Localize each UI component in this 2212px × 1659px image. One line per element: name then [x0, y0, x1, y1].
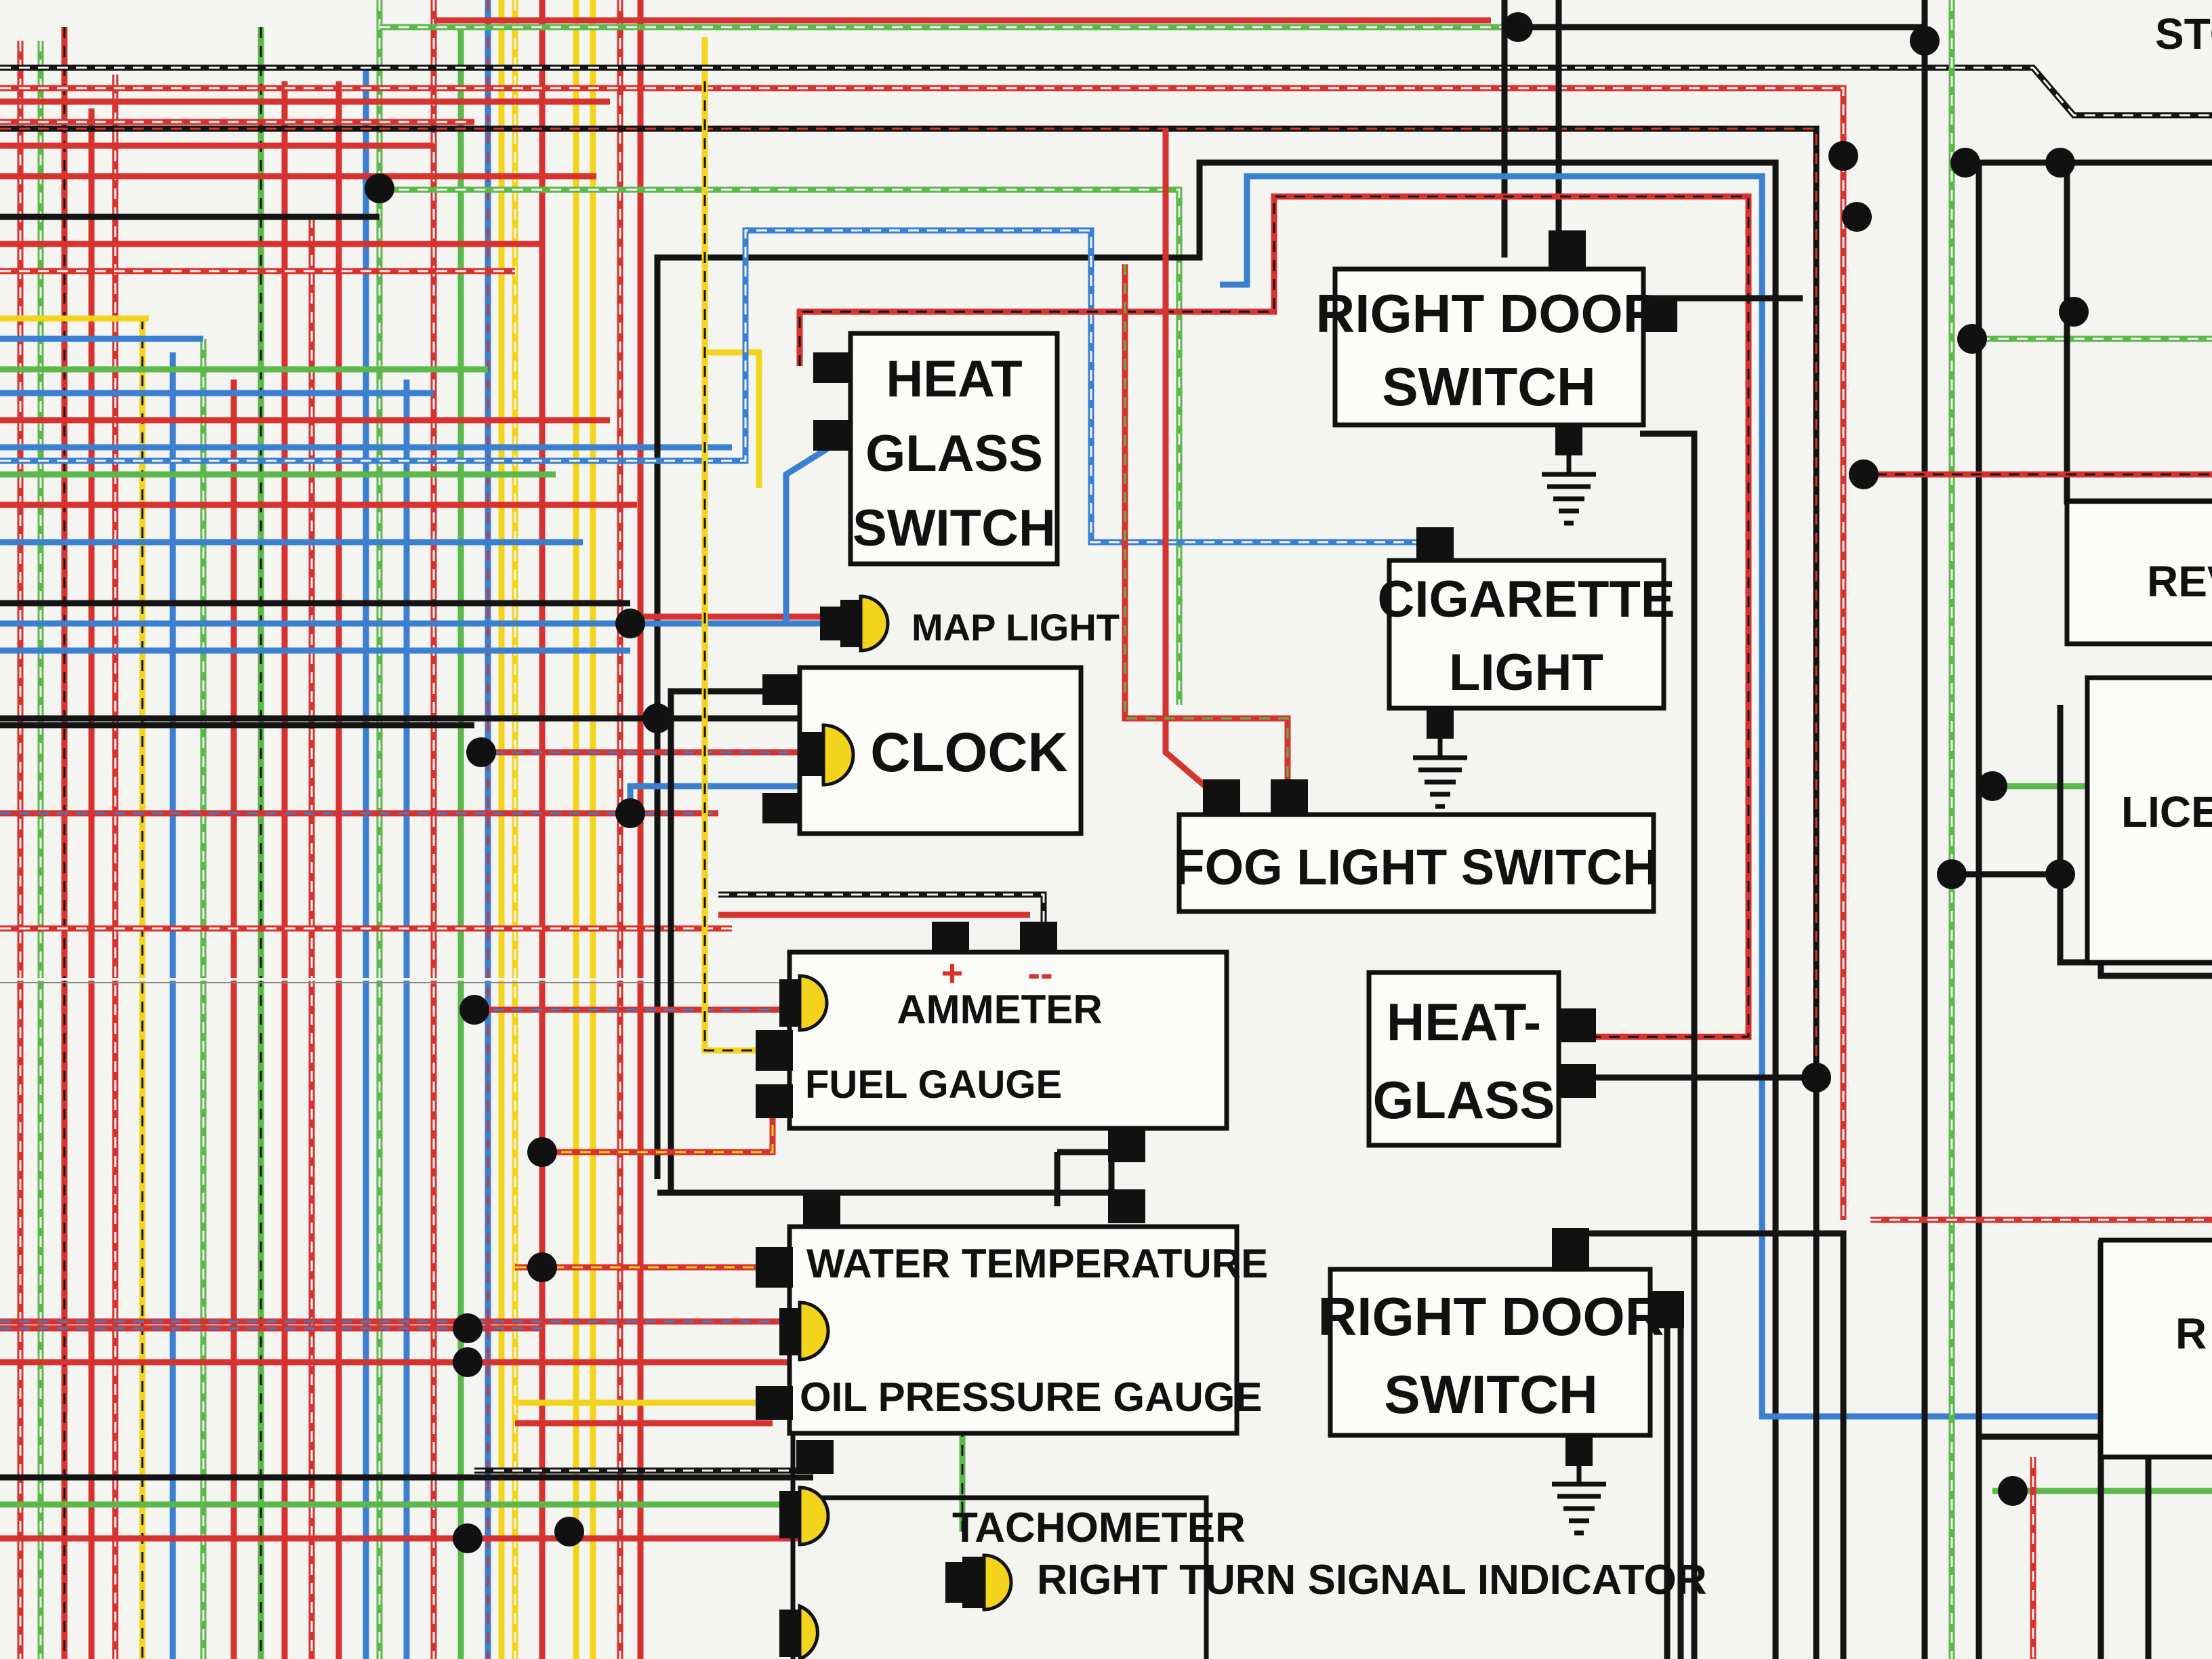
ammeter-plus-sign: +	[941, 951, 964, 994]
water-temperature-bulb-icon	[798, 1300, 830, 1361]
edge-label-r: R	[2175, 1309, 2207, 1358]
right-door-switch-top-label-2: SWITCH	[1382, 356, 1596, 417]
clock-label: CLOCK	[870, 722, 1068, 783]
ammeter-bulb-icon	[798, 974, 829, 1032]
fog-light-switch: FOG LIGHT SWITCH	[1174, 779, 1659, 914]
water-temperature-label: WATER TEMPERATURE	[806, 1241, 1268, 1286]
cigarette-light: CIGARETTE LIGHT	[1377, 527, 1675, 809]
junction-dots	[365, 12, 2089, 1553]
cigarette-light-label-1: CIGARETTE	[1377, 571, 1675, 628]
ammeter-minus-sign: --	[1027, 951, 1052, 994]
left-wire-harness	[0, 0, 813, 1659]
heat-glass-switch: HEAT GLASS SWITCH	[813, 331, 1060, 567]
oil-pressure-gauge-label: OIL PRESSURE GAUGE	[800, 1374, 1262, 1420]
right-door-switch-bottom: RIGHT DOOR SWITCH	[1317, 1228, 1684, 1536]
right-turn-signal-indicator-label: RIGHT TURN SIGNAL INDICATOR	[1037, 1557, 1707, 1603]
water-temperature-oil-pressure-gauge: WATER TEMPERATURE OIL PRESSURE GAUGE	[756, 1193, 1268, 1436]
heat-glass-switch-label-1: HEAT	[886, 350, 1022, 408]
clock-bulb-icon	[821, 723, 855, 787]
ammeter-label: AMMETER	[897, 987, 1102, 1032]
map-light-label: MAP LIGHT	[912, 606, 1120, 649]
heat-glass-switch-label-3: SWITCH	[853, 499, 1056, 557]
right-door-switch-top-label-1: RIGHT DOOR	[1315, 283, 1662, 344]
edge-label-sto: STO	[2155, 9, 2212, 58]
tachometer-label: TACHOMETER	[952, 1504, 1246, 1551]
cigarette-light-label-2: LIGHT	[1449, 644, 1603, 701]
heat-glass: HEAT- GLASS	[1366, 970, 1596, 1148]
right-turn-signal-bulb-icon	[982, 1553, 1013, 1612]
clock: CLOCK	[762, 665, 1084, 836]
heat-glass-label-1: HEAT-	[1387, 992, 1541, 1052]
heat-glass-label-2: GLASS	[1373, 1070, 1555, 1130]
tachometer-turn-signal: TACHOMETER RIGHT TURN SIGNAL INDICATOR	[779, 1433, 1707, 1659]
fuel-gauge-label: FUEL GAUGE	[805, 1063, 1062, 1107]
fog-light-switch-label: FOG LIGHT SWITCH	[1174, 839, 1658, 895]
ground-icon	[1552, 1435, 1606, 1536]
ammeter-fuel-gauge: + -- AMMETER FUEL GAUGE	[756, 922, 1229, 1223]
terminal	[813, 420, 851, 451]
map-light-bulb-icon	[859, 594, 890, 653]
right-edge-boxes	[2064, 499, 2212, 1460]
indicator-bulb-icon	[798, 1603, 819, 1659]
right-door-switch-bottom-label-2: SWITCH	[1384, 1364, 1598, 1425]
tachometer-bulb-icon	[798, 1486, 830, 1547]
edge-label-rev: REV	[2147, 557, 2212, 606]
terminal	[813, 352, 851, 383]
edge-label-lice: LICE	[2121, 787, 2212, 836]
right-door-switch-bottom-label-1: RIGHT DOOR	[1317, 1286, 1664, 1347]
heat-glass-switch-label-2: GLASS	[865, 425, 1043, 483]
right-door-switch-top: RIGHT DOOR SWITCH	[1315, 230, 1677, 526]
map-light: MAP LIGHT	[820, 594, 1120, 653]
ground-icon	[1413, 708, 1467, 809]
ground-icon	[1542, 425, 1596, 526]
